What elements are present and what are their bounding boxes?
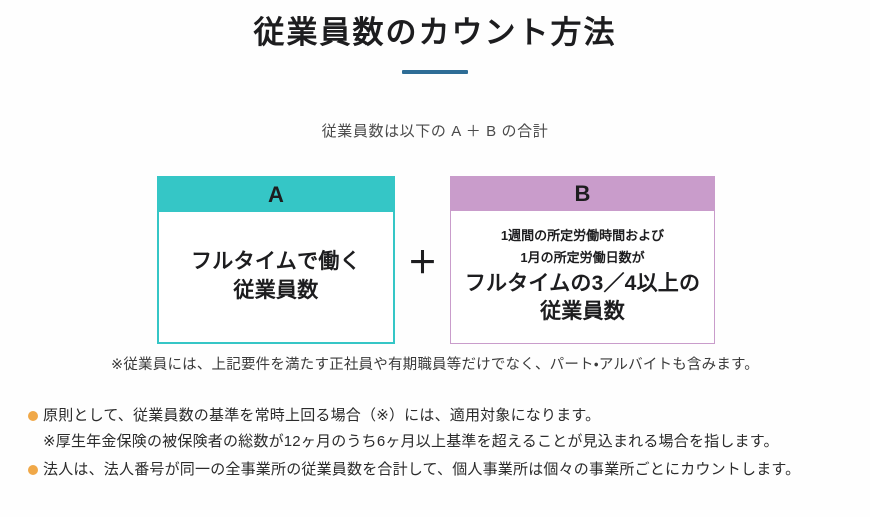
box-b-body: 1週間の所定労働時間および 1月の所定労働日数が フルタイムの3／4以上の 従業…: [451, 211, 714, 343]
box-b: B 1週間の所定労働時間および 1月の所定労働日数が フルタイムの3／4以上の …: [450, 176, 715, 344]
bullet-text-2: 法人は、法人番号が同一の全事業所の従業員数を合計して、個人事業所は個々の事業所ご…: [43, 461, 801, 478]
bullet-text-1: 原則として、従業員数の基準を常時上回る場合（※）には、適用対象になります。: [43, 407, 601, 424]
bullet-dot-icon: [28, 411, 38, 421]
box-a: A フルタイムで働く 従業員数: [157, 176, 395, 344]
box-b-header-label: B: [451, 177, 714, 211]
box-b-main-line-2: 従業員数: [540, 300, 625, 324]
box-a-body: フルタイムで働く 従業員数: [159, 212, 393, 342]
box-a-main-line-1: フルタイムで働く: [191, 250, 361, 274]
subtitle: 従業員数は以下の A ＋ B の合計: [321, 123, 549, 140]
page-title: 従業員数のカウント方法: [253, 15, 617, 50]
title-block: 従業員数のカウント方法: [0, 14, 870, 75]
bullet-subtext-1: ※厚生年金保険の被保険者の総数が12ヶ月のうち6ヶ月以上基準を超えることが見込ま…: [43, 432, 779, 450]
box-a-main-line-2: 従業員数: [233, 279, 319, 302]
plus-icon: ＋: [407, 247, 438, 280]
title-underline-accent: [402, 70, 468, 75]
list-item: 原則として、従業員数の基準を常時上回る場合（※）には、適用対象になります。: [28, 405, 848, 428]
bullet-list: 原則として、従業員数の基準を常時上回る場合（※）には、適用対象になります。 ※厚…: [28, 405, 848, 485]
bullet-dot-icon: [28, 465, 38, 475]
box-b-main-line-1: フルタイムの3／4以上の: [464, 272, 701, 296]
list-item: 法人は、法人番号が同一の全事業所の従業員数を合計して、個人事業所は個々の事業所ご…: [28, 459, 848, 482]
box-b-small-line-1: 1週間の所定労働時間および: [500, 228, 665, 244]
box-b-small-line-2: 1月の所定労働日数が: [520, 249, 645, 265]
footnote-employees: ※従業員には、上記要件を満たす正社員や有期職員等だけでなく、パート・アルバイトも…: [111, 357, 759, 373]
formula-row: A フルタイムで働く 従業員数 ＋ B 1週間の所定労働時間および 1月の所定労…: [0, 176, 870, 346]
box-a-header-label: A: [159, 178, 393, 212]
